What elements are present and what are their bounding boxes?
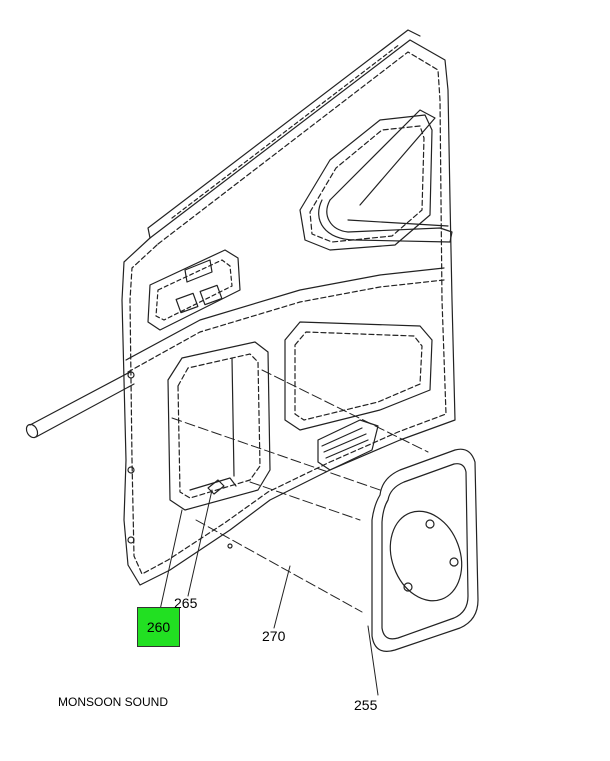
switch-bezel (147, 249, 241, 331)
speaker-cover-plate (371, 448, 479, 652)
callout-leaders (159, 489, 379, 696)
callout-270[interactable]: 270 (262, 628, 286, 644)
callout-260[interactable]: 260 (137, 607, 180, 647)
lower-pocket-recess (284, 321, 433, 431)
speaker-opening (167, 341, 271, 511)
callout-265[interactable]: 265 (174, 595, 198, 611)
lower-grille (317, 419, 379, 471)
explode-lines (171, 369, 429, 613)
door-trim-panel (121, 29, 456, 586)
upper-handle-recess (299, 109, 453, 251)
callout-255[interactable]: 255 (354, 697, 378, 713)
diagram-caption: MONSOON SOUND (58, 695, 169, 709)
panel-fasteners (127, 371, 233, 549)
callout-260-label: 260 (146, 619, 171, 635)
door-rod (25, 371, 135, 439)
